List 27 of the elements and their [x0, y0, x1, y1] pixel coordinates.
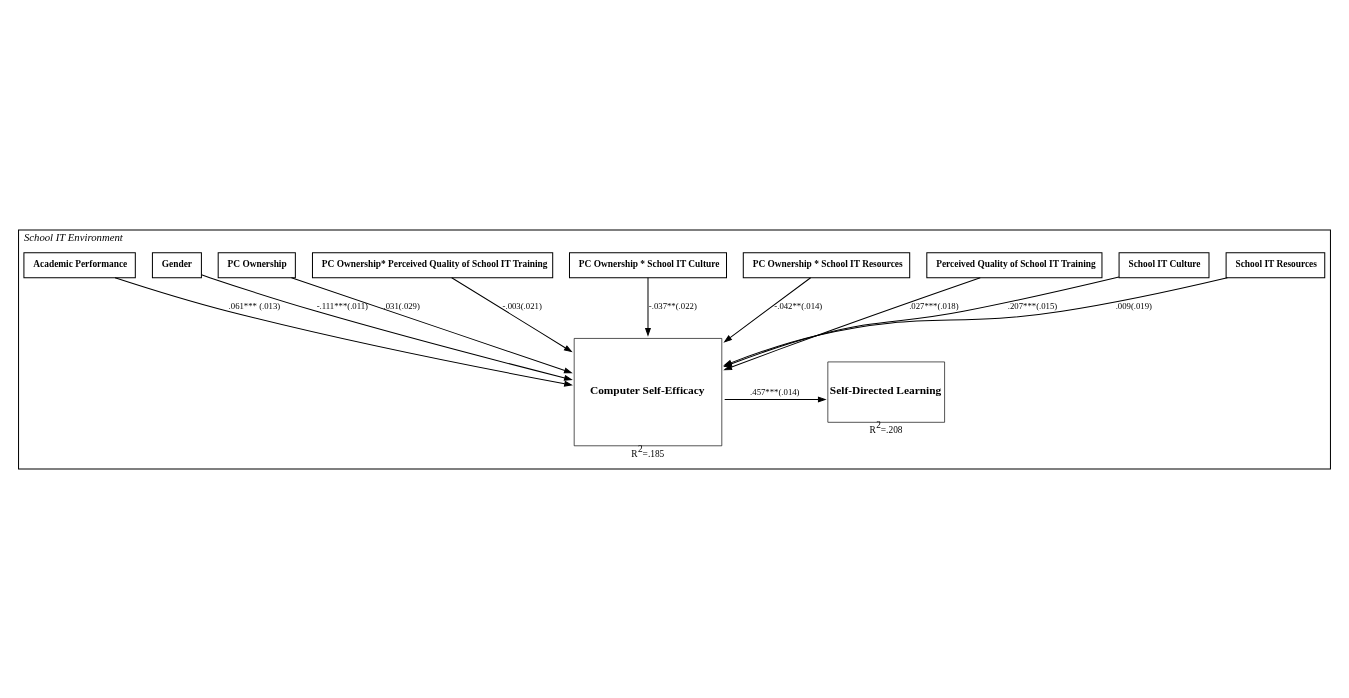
arrow — [291, 276, 573, 373]
node-box: PC Ownership — [217, 251, 296, 278]
edge-label: -.111***(.011) — [316, 300, 368, 311]
arrow — [724, 395, 827, 403]
node-box: PC Ownership* Perceived Quality of School IT Training — [311, 251, 554, 278]
node-box: Academic Performance — [23, 251, 136, 278]
edge-label: .207***(.015) — [1007, 300, 1058, 311]
node-box: School IT Resources — [1225, 251, 1326, 278]
edge-label: .457***(.014) — [750, 386, 800, 397]
arrow — [114, 276, 573, 387]
edge-label: .031(.029) — [383, 300, 420, 311]
node-box: PC Ownership * School IT Resources — [742, 251, 911, 278]
edge-label: -.037**(.022) — [648, 300, 697, 311]
edge-label: .061*** (.013) — [228, 300, 281, 311]
arrow — [723, 276, 812, 343]
node-box: School IT Culture — [1118, 251, 1210, 278]
arrow — [200, 273, 573, 381]
edge-label: -.042**(.014) — [774, 300, 823, 311]
edge-label: .027***(.018) — [909, 300, 959, 311]
edge-label: -.003(.021) — [502, 300, 542, 311]
node-box: PC Ownership * School IT Culture — [568, 251, 727, 278]
node-box: Perceived Quality of School IT Training — [926, 251, 1103, 278]
edge-label: .009(.019) — [1115, 300, 1152, 311]
arrow — [451, 276, 573, 352]
arrow — [644, 276, 652, 337]
node-box: Gender — [151, 251, 202, 278]
node-box: Computer Self-Efficacy — [573, 337, 723, 446]
